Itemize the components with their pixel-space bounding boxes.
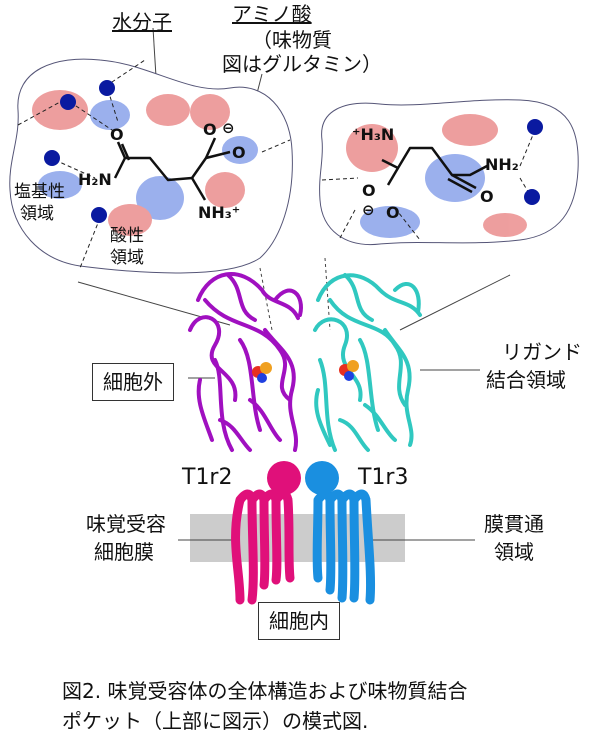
water-molecule — [44, 150, 60, 166]
binding-pocket-right: ⁺H₃N NH₂ O O O ⊖ — [319, 99, 579, 246]
intracellular-label: 細胞内 — [258, 602, 340, 640]
ligand-binding-label: リガンド — [502, 340, 582, 364]
chem-charge: ⊖ — [362, 201, 375, 219]
acidic-region-label: 酸性 — [110, 226, 144, 246]
chem-group: NH₃⁺ — [198, 203, 240, 222]
water-molecule — [524, 189, 540, 205]
chem-atom: O — [232, 143, 246, 162]
water-molecule — [91, 207, 107, 223]
chem-atom: O — [110, 125, 124, 144]
receptor-membrane-label: 味覚受容 — [86, 512, 166, 536]
chem-group: NH₂ — [485, 155, 519, 174]
amino-acid-label: アミノ酸 — [232, 2, 312, 26]
water-molecule — [527, 119, 543, 135]
caption-line-2: ポケット（上部に図示）の模式図. — [62, 709, 369, 733]
amino-acid-sublabel: （味物質 — [252, 28, 332, 52]
basic-region-label: 塩基性 — [14, 182, 65, 202]
transmembrane-label: 膜貫通 — [484, 512, 544, 536]
chem-atom: O — [386, 203, 400, 222]
t1r3-transmembrane — [305, 461, 376, 605]
chem-atom: O — [362, 181, 376, 200]
acidic-region-label: 領域 — [110, 248, 144, 268]
chem-group: H₂N — [78, 170, 112, 189]
t1r3-label: T1r3 — [358, 465, 409, 490]
transmembrane-label: 領域 — [494, 540, 534, 564]
water-molecule — [99, 80, 115, 96]
water-molecule — [60, 94, 76, 110]
protein-t1r3 — [313, 273, 422, 452]
chem-group: ⁺H₃N — [352, 125, 394, 144]
water-molecule-label: 水分子 — [112, 10, 172, 34]
amino-acid-sublabel: 図はグルタミン） — [222, 52, 382, 76]
binding-pocket-left: O O O ⊖ H₂N NH₃⁺ — [9, 58, 293, 274]
figure-caption: 図2. 味覚受容体の全体構造および味物質結合 ポケット（上部に図示）の模式図. — [62, 676, 467, 736]
t1r2-transmembrane — [231, 461, 301, 605]
chem-atom: O — [203, 120, 217, 139]
chem-atom: O — [480, 187, 494, 206]
receptor-membrane-label: 細胞膜 — [94, 540, 154, 564]
basic-region-label: 領域 — [20, 204, 54, 224]
t1r2-label: T1r2 — [182, 465, 233, 490]
caption-line-1: 図2. 味覚受容体の全体構造および味物質結合 — [62, 679, 468, 703]
ligand-spheres — [252, 360, 359, 383]
extracellular-label: 細胞外 — [92, 363, 174, 401]
ligand-binding-label: 結合領域 — [486, 368, 566, 392]
protein-t1r2 — [188, 272, 303, 452]
chem-charge: ⊖ — [222, 119, 235, 137]
